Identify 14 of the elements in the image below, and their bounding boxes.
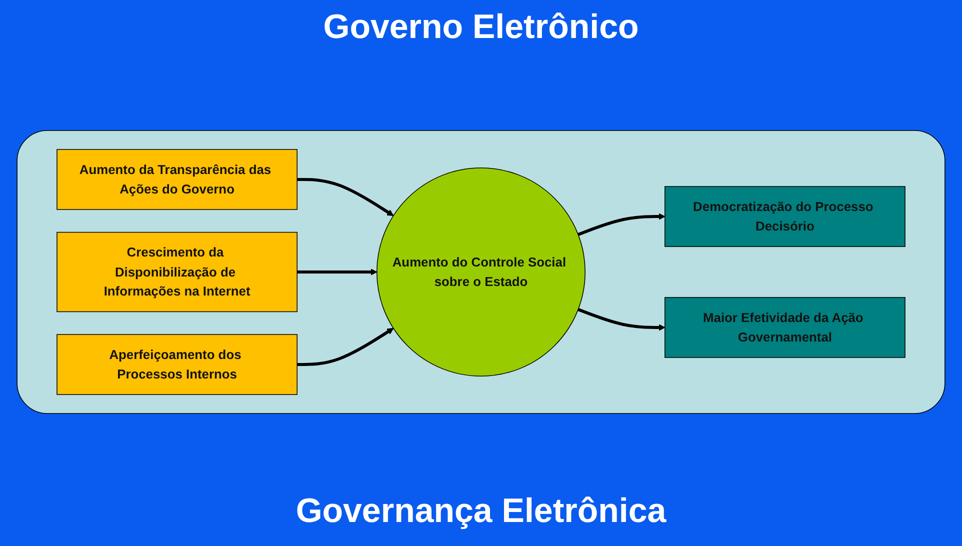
- cluster: [16, 130, 946, 414]
- arrow: [578, 308, 666, 331]
- arrow: [578, 213, 666, 236]
- arrow: [297, 178, 394, 216]
- diagram-caption: Governança Eletrônica: [294, 492, 668, 531]
- node-circle: Aumento do Controle Social sobre o Estado: [376, 168, 586, 376]
- arrow: [297, 268, 378, 276]
- node-box: Democratização do Processo Decisório: [664, 186, 906, 247]
- node-box: Maior Efetividade da Ação Governamental: [664, 297, 906, 358]
- node-box: Crescimento da Disponibilização de Informações na Internet: [56, 232, 298, 312]
- arrow: [297, 328, 394, 366]
- node-box: Aperfeiçoamento dos Processos Internos: [56, 334, 298, 395]
- node-box: Aumento da Transparência das Ações do Governo: [56, 149, 298, 210]
- diagram-title: Governo Eletrônico: [322, 8, 640, 47]
